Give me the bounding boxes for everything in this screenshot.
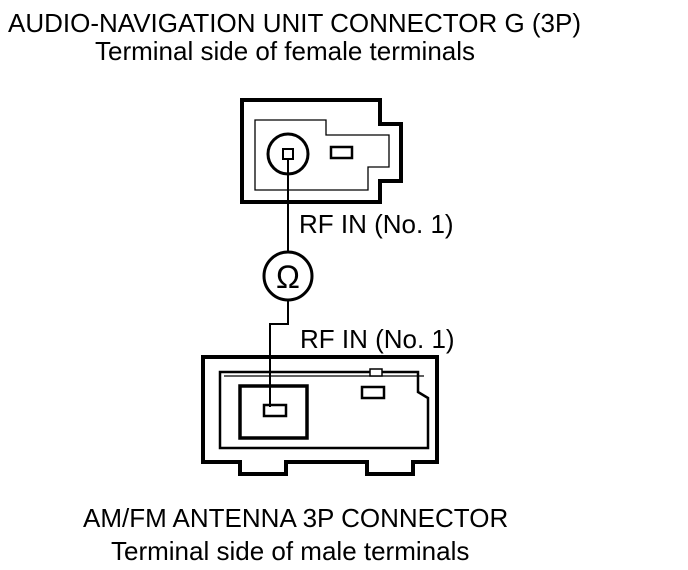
bottom-connector-housing — [201, 355, 439, 476]
probe-wire-bottom — [269, 300, 289, 407]
top-rf-in-label: RF IN (No. 1) — [299, 209, 454, 239]
bottom-rf-in-terminal-block — [238, 384, 309, 440]
bottom-rf-in-terminal — [262, 403, 288, 418]
bottom-connector-terminal-2 — [360, 385, 386, 400]
bottom-rf-in-label: RF IN (No. 1) — [300, 324, 455, 354]
bottom-connector — [201, 355, 439, 476]
top-connector-housing — [240, 98, 403, 204]
top-connector — [240, 98, 403, 204]
ohmmeter-icon: Ω — [262, 250, 314, 302]
top-rf-in-terminal — [282, 148, 294, 160]
bottom-connector-latch-tab — [369, 368, 383, 377]
top-connector-subtitle: Terminal side of female terminals — [95, 36, 475, 66]
ohm-symbol: Ω — [276, 259, 300, 295]
bottom-connector-subtitle: Terminal side of male terminals — [111, 536, 469, 566]
bottom-connector-inner-outline — [218, 370, 430, 450]
top-connector-inner-outline — [254, 119, 390, 191]
bottom-connector-title: AM/FM ANTENNA 3P CONNECTOR — [83, 503, 508, 533]
top-connector-terminal-2 — [329, 145, 354, 160]
top-connector-title: AUDIO-NAVIGATION UNIT CONNECTOR G (3P) — [8, 8, 581, 38]
